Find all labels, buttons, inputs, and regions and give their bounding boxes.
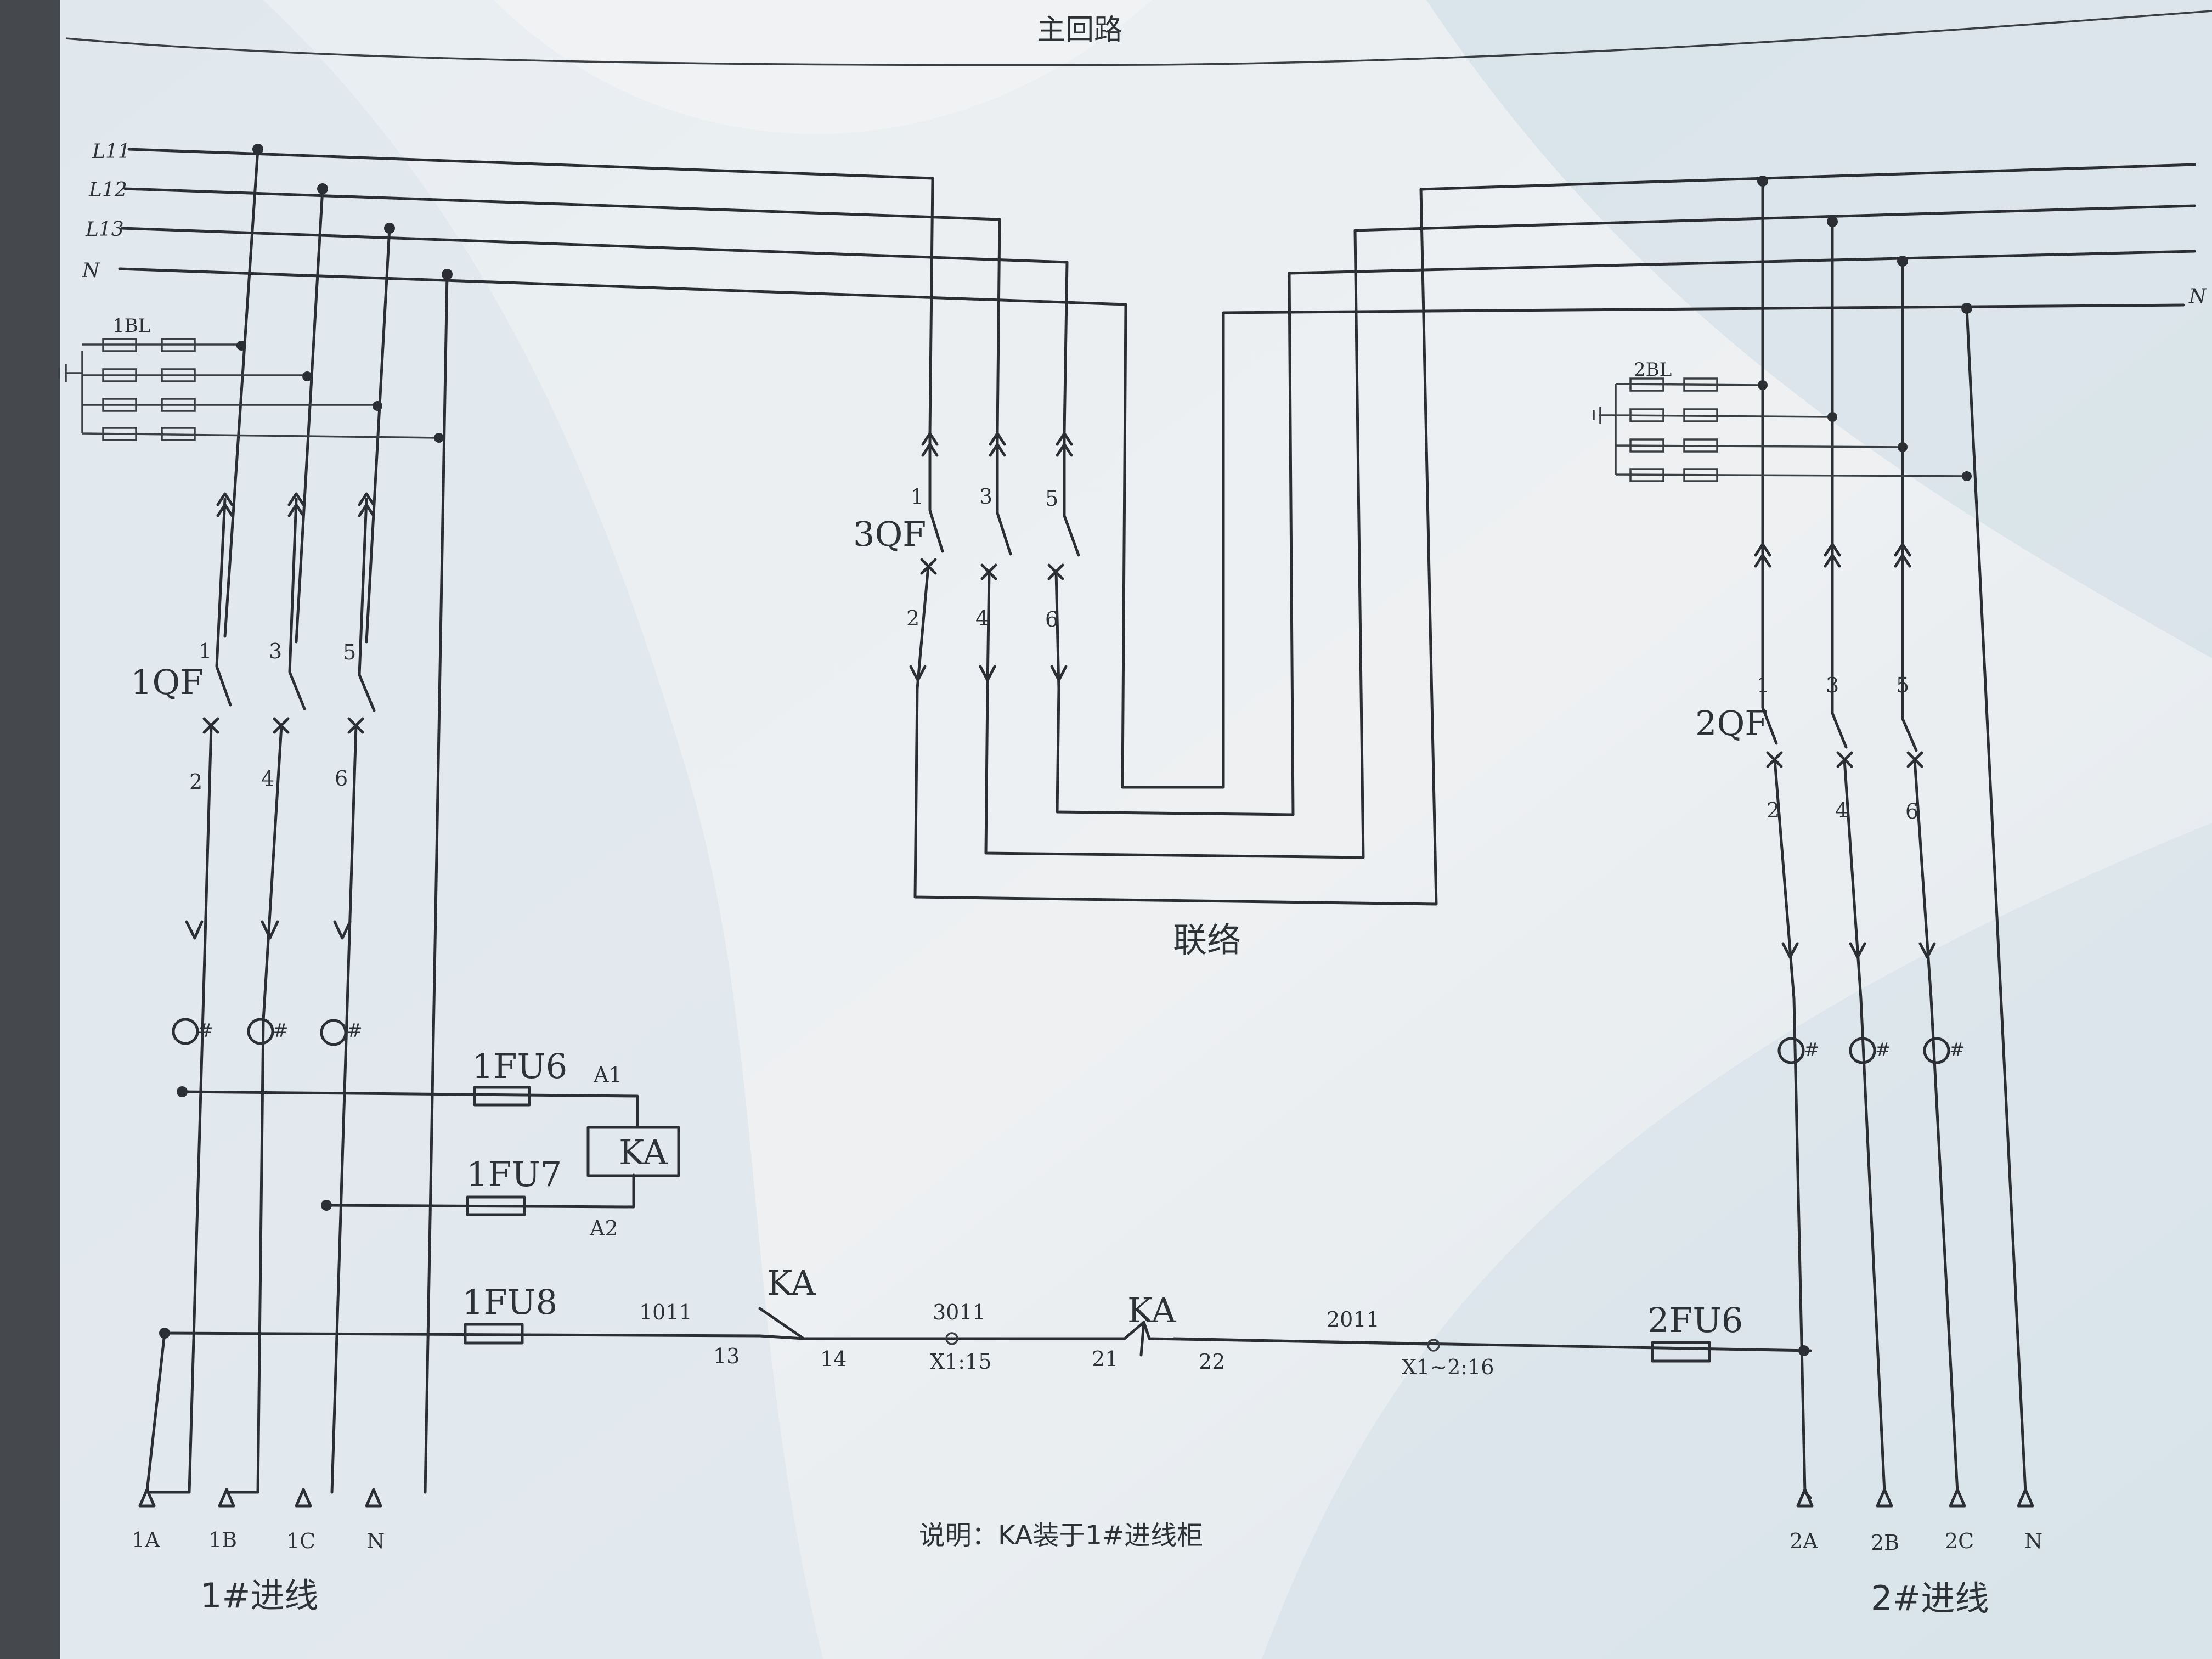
qf1-term-2: 2 bbox=[189, 770, 202, 794]
qf2-term-4: 4 bbox=[1835, 798, 1848, 822]
qf1-term-3: 3 bbox=[269, 639, 282, 663]
qf3-term-5: 5 bbox=[1045, 487, 1058, 511]
fuse-1fu6-label: 1FU6 bbox=[472, 1046, 567, 1086]
bus-label-l11: L11 bbox=[92, 140, 131, 163]
relay-ka-label: KA bbox=[619, 1132, 668, 1172]
breaker-3qf-label: 3QF bbox=[853, 514, 926, 554]
current-transformers-right: # # # bbox=[1778, 1037, 1965, 1064]
relay-a2-label: A2 bbox=[589, 1216, 618, 1240]
qf2-term-5: 5 bbox=[1896, 673, 1909, 697]
output-1c: 1C bbox=[286, 1529, 315, 1553]
bus-label-l12: L12 bbox=[88, 179, 127, 201]
contact-22: 22 bbox=[1199, 1350, 1225, 1374]
note-text: 说明：KA装于1#进线柜 bbox=[919, 1520, 1203, 1551]
breaker-2qf[interactable]: 2QF 1 3 5 2 4 6 bbox=[1695, 673, 1959, 1494]
relay-a1-label: A1 bbox=[593, 1063, 622, 1087]
incoming-left-label: 1#进线 bbox=[200, 1576, 318, 1616]
fuse-2fu6-label: 2FU6 bbox=[1647, 1300, 1743, 1340]
bus-n-left bbox=[118, 267, 2185, 789]
output-2a: 2A bbox=[1790, 1529, 1818, 1553]
contact-14: 14 bbox=[820, 1347, 847, 1371]
fuse-1fu8 bbox=[464, 1323, 524, 1345]
qf1-term-6: 6 bbox=[335, 766, 348, 791]
qf2-term-2: 2 bbox=[1767, 798, 1780, 822]
fuse-1fu8-label: 1FU8 bbox=[462, 1282, 557, 1322]
qf1-term-4: 4 bbox=[261, 766, 274, 791]
contact-ka-2-label: KA bbox=[1127, 1290, 1177, 1330]
surge-arrester-2bl: 2BL bbox=[1593, 359, 1972, 482]
output-1b: 1B bbox=[208, 1528, 237, 1552]
contact-21: 21 bbox=[1092, 1347, 1118, 1371]
relay-ka-coil bbox=[586, 1126, 680, 1177]
output-2c: 2C bbox=[1945, 1529, 1974, 1553]
wire-1011: 1011 bbox=[639, 1300, 692, 1324]
breaker-1qf[interactable]: 1QF 1 3 5 2 4 6 bbox=[131, 492, 376, 1494]
ct-mark: # bbox=[1804, 1039, 1820, 1061]
qf1-term-1: 1 bbox=[199, 639, 212, 663]
incoming-right-label: 2#进线 bbox=[1871, 1578, 1989, 1618]
qf3-term-4: 4 bbox=[975, 606, 989, 630]
control-line: 1FU8 2FU6 1011 13 KA 14 3011 X1:15 21 KA… bbox=[159, 1263, 1812, 1379]
right-outputs: 2A 2B 2C N 2#进线 bbox=[1790, 1488, 2042, 1618]
bus-right: N bbox=[1288, 163, 2207, 308]
ct-mark: # bbox=[273, 1020, 289, 1042]
bus-label-l13: L13 bbox=[85, 218, 124, 241]
bus-l12 bbox=[123, 187, 1001, 435]
bus-l11 bbox=[127, 148, 934, 435]
surge-arrester-1bl: 1BL bbox=[58, 315, 444, 443]
fuse-1fu6 bbox=[473, 1086, 531, 1107]
breaker-1qf-label: 1QF bbox=[131, 662, 204, 702]
terminal-x1-15: X1:15 bbox=[930, 1350, 991, 1374]
left-feeder bbox=[223, 144, 453, 1494]
terminal-x1-2-16: X1~2:16 bbox=[1402, 1355, 1494, 1379]
surge-2bl-label: 2BL bbox=[1634, 359, 1672, 381]
ct-mark: # bbox=[1875, 1039, 1891, 1061]
ct-mark: # bbox=[1949, 1039, 1965, 1061]
qf2-term-6: 6 bbox=[1905, 799, 1918, 823]
contact-ka-1-label: KA bbox=[767, 1263, 816, 1303]
ct-mark: # bbox=[347, 1020, 363, 1042]
qf3-term-6: 6 bbox=[1045, 607, 1058, 631]
output-1a: 1A bbox=[132, 1528, 160, 1552]
breaker-3qf[interactable]: 3QF 1 3 5 2 4 6 bbox=[853, 432, 1080, 690]
qf1-term-5: 5 bbox=[343, 640, 356, 664]
tie-wiring: 联络 bbox=[913, 188, 1438, 960]
qf2-term-1: 1 bbox=[1757, 673, 1770, 697]
bus-l13 bbox=[120, 227, 1069, 435]
fuse-1fu7 bbox=[466, 1195, 526, 1216]
output-2b: 2B bbox=[1871, 1531, 1899, 1555]
qf3-term-1: 1 bbox=[911, 484, 924, 509]
right-feeder bbox=[1754, 176, 2027, 1494]
breaker-2qf-label: 2QF bbox=[1695, 703, 1768, 743]
qf3-term-2: 2 bbox=[906, 606, 919, 630]
relay-ka-circuit: 1FU6 1FU7 A1 A2 KA bbox=[177, 1046, 680, 1240]
bus-label-n-left: N bbox=[82, 259, 100, 282]
fuse-2fu6 bbox=[1651, 1341, 1711, 1363]
left-outputs: 1A 1B 1C N 1#进线 bbox=[132, 1331, 385, 1616]
page-title: 主回路 bbox=[1037, 14, 1122, 47]
output-n-right: N bbox=[2024, 1529, 2042, 1553]
wire-3011: 3011 bbox=[933, 1300, 986, 1324]
qf3-term-3: 3 bbox=[979, 484, 992, 509]
tie-label: 联络 bbox=[1173, 920, 1241, 960]
bus-label-n-right: N bbox=[2188, 285, 2207, 308]
output-n-left: N bbox=[366, 1529, 385, 1553]
contact-13: 13 bbox=[713, 1344, 740, 1368]
qf2-term-3: 3 bbox=[1826, 673, 1839, 697]
wire-2011: 2011 bbox=[1327, 1307, 1380, 1331]
surge-1bl-label: 1BL bbox=[112, 315, 150, 337]
ct-mark: # bbox=[198, 1020, 213, 1042]
fuse-1fu7-label: 1FU7 bbox=[466, 1154, 562, 1194]
current-transformers-left: # # # bbox=[172, 1018, 363, 1046]
